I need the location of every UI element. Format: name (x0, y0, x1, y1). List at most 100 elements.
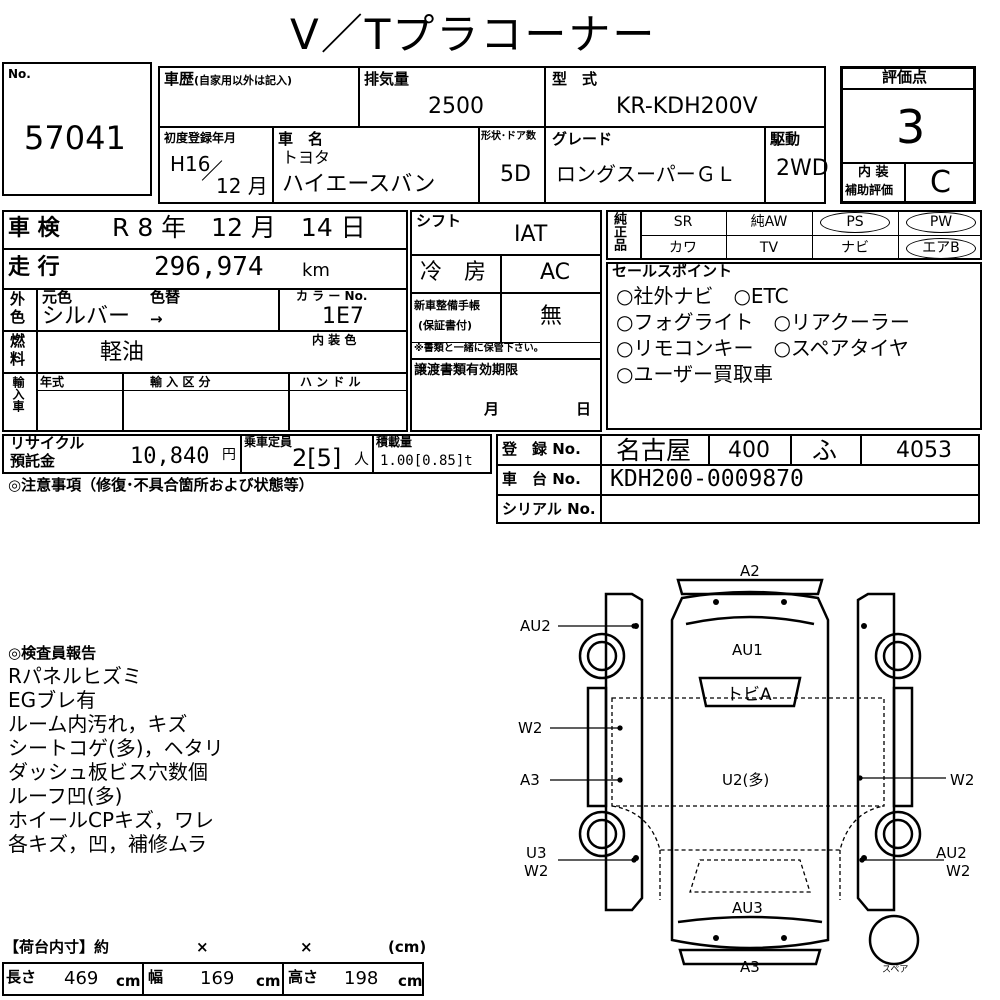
report-line: ルーフ凹(多) (8, 784, 123, 808)
genuine-circle-mark (906, 238, 976, 259)
registration-grid (496, 434, 980, 524)
import-year-label: 年式 (40, 375, 65, 389)
color-code-label: カ ラ ー No. (296, 289, 368, 303)
diagram-label-u2: U2(多) (722, 771, 769, 789)
interior-label-2: 補助評価 (845, 183, 894, 197)
recycle-unit: 円 (222, 447, 236, 463)
score-value: 3 (896, 100, 926, 154)
genuine-cell: PW (902, 212, 980, 233)
notes-label: ◎注意事項（修復･不具合箇所および状態等） (8, 476, 314, 494)
transfer-label: 譲渡書類有効期限 (414, 363, 519, 378)
lot-box: No. 57041 (2, 62, 152, 196)
registration-label: 登 録 No. (502, 440, 581, 458)
interior-score: C (930, 165, 951, 200)
diagram-label-w2-right-bottom: W2 (946, 862, 970, 880)
registration-area: 名古屋 (616, 436, 692, 465)
cabin-floor-area (611, 697, 885, 807)
cargo-width: 169 (200, 968, 235, 989)
spare-tire (868, 914, 920, 966)
rear-bumper-shape (678, 948, 822, 966)
first-reg-label: 初度登録年月 (164, 131, 237, 145)
inspection-date: R 8 年 12 月 14 日 (112, 213, 366, 242)
diagram-label-au1: AU1 (732, 641, 763, 659)
genuine-cell-label: カワ (669, 240, 697, 256)
genuine-cell: TV (730, 238, 808, 258)
left-side-panel (604, 592, 644, 912)
cargo-width-label: 幅 (148, 968, 164, 986)
serial-label: シリアル No. (502, 500, 596, 518)
manual-label-1: 新車整備手帳 (414, 299, 480, 312)
color-side-label-2: 色 (10, 308, 26, 326)
capacity-value: 2[5] (292, 444, 342, 472)
genuine-circle-mark (906, 212, 976, 233)
cargo-unit: (cm) (388, 938, 427, 956)
genuine-cell: カワ (644, 238, 722, 258)
capacity-unit: 人 (354, 450, 370, 468)
sales-line-3: ○リモコンキー ○スペアタイヤ (616, 336, 909, 360)
genuine-cell: PS (816, 212, 894, 233)
aircon-value: AC (540, 260, 571, 285)
car-name: ハイエースバン (282, 172, 436, 197)
front-bumper-shape (676, 578, 824, 596)
cargo-length: 469 (64, 968, 99, 989)
left-info-grid (2, 210, 408, 432)
report-line: ルーム内汚れ，キズ (8, 712, 188, 736)
history-label: 車歴(自家用以外は記入) (164, 70, 293, 88)
aircon-label: 冷 房 (420, 260, 487, 285)
first-reg-month: 12 月 (216, 174, 268, 198)
mileage-value: 296,974 (154, 252, 264, 282)
interior-color-label: 内 装 色 (312, 333, 357, 347)
capacity-label: 乗車定員 (244, 435, 293, 449)
cargo-width-unit: cm (256, 972, 281, 990)
sales-line-4: ○ユーザー買取車 (616, 362, 774, 386)
diagram-label-tobi: トビA (726, 685, 772, 705)
import-side-label: 輸入車 (11, 376, 25, 412)
genuine-cell: 純AW (730, 212, 808, 232)
grade-value: ロングスーパーＧＬ (556, 162, 736, 186)
original-color-label: 元色 (42, 288, 73, 306)
diagram-label-au2-left: AU2 (520, 617, 551, 635)
first-reg-era: H16 (170, 152, 211, 176)
drive-value: 2WD (776, 156, 829, 181)
page-title: V／Tプラコーナー (290, 10, 657, 59)
report-line: EGブレ有 (8, 688, 97, 712)
cargo-label: 【荷台内寸】約 (4, 938, 110, 956)
diagram-label-u3-left: U3 (526, 844, 547, 862)
diagram-label-spare: スペア (882, 965, 908, 975)
genuine-cell: SR (644, 212, 722, 232)
rear-right-wheel (874, 810, 922, 858)
displacement-label: 排気量 (364, 70, 410, 88)
interior-label-1: 内 装 (858, 165, 889, 180)
diagram-label-w2-left: W2 (518, 719, 542, 737)
genuine-cell: エアB (902, 238, 980, 259)
front-right-wheel (874, 632, 922, 680)
recycle-label-1: リサイクル (10, 434, 85, 452)
genuine-side-label: 純正品 (611, 212, 626, 251)
color-value: シルバー (42, 304, 131, 329)
windshield-shape (698, 676, 802, 708)
transfer-month: 月 (484, 400, 500, 418)
recycle-label-2: 預託金 (10, 452, 56, 470)
report-line: 各キズ，凹，補修ムラ (8, 832, 207, 856)
maker-value: トヨタ (282, 148, 331, 167)
right-side-panel (856, 592, 896, 912)
roof-outline (670, 590, 830, 950)
report-line: ダッシュ板ビス穴数個 (8, 760, 208, 784)
diagram-label-a3-left: A3 (520, 771, 540, 789)
fuel-label-2: 料 (10, 350, 26, 368)
cargo-height: 198 (344, 968, 379, 989)
registration-class: 400 (728, 438, 770, 463)
diagram-label-a3-bottom: A3 (740, 958, 760, 976)
inspection-label: 車 検 (8, 216, 60, 241)
chassis-label: 車 台 No. (502, 470, 581, 488)
import-category-label: 輸 入 区 分 (150, 375, 211, 389)
color-arrow: → (150, 310, 163, 328)
shape-label: 形状･ドア数 (481, 131, 536, 142)
score-box (840, 66, 976, 204)
inspector-report: Rパネルヒズミ EGブレ有 ルーム内汚れ，キズ シートコゲ(多)，ヘタリ ダッシ… (8, 664, 224, 856)
manual-note: ※書類と一緒に保管下さい。 (414, 343, 544, 354)
cargo-height-label: 高さ (288, 968, 319, 986)
genuine-cell-label: TV (759, 240, 779, 256)
color-side-label-1: 外 (10, 290, 26, 308)
vehicle-damage-diagram: A2 AU2 AU1 トビA W2 A3 U2(多) W2 U3 W2 AU2 … (518, 562, 974, 976)
